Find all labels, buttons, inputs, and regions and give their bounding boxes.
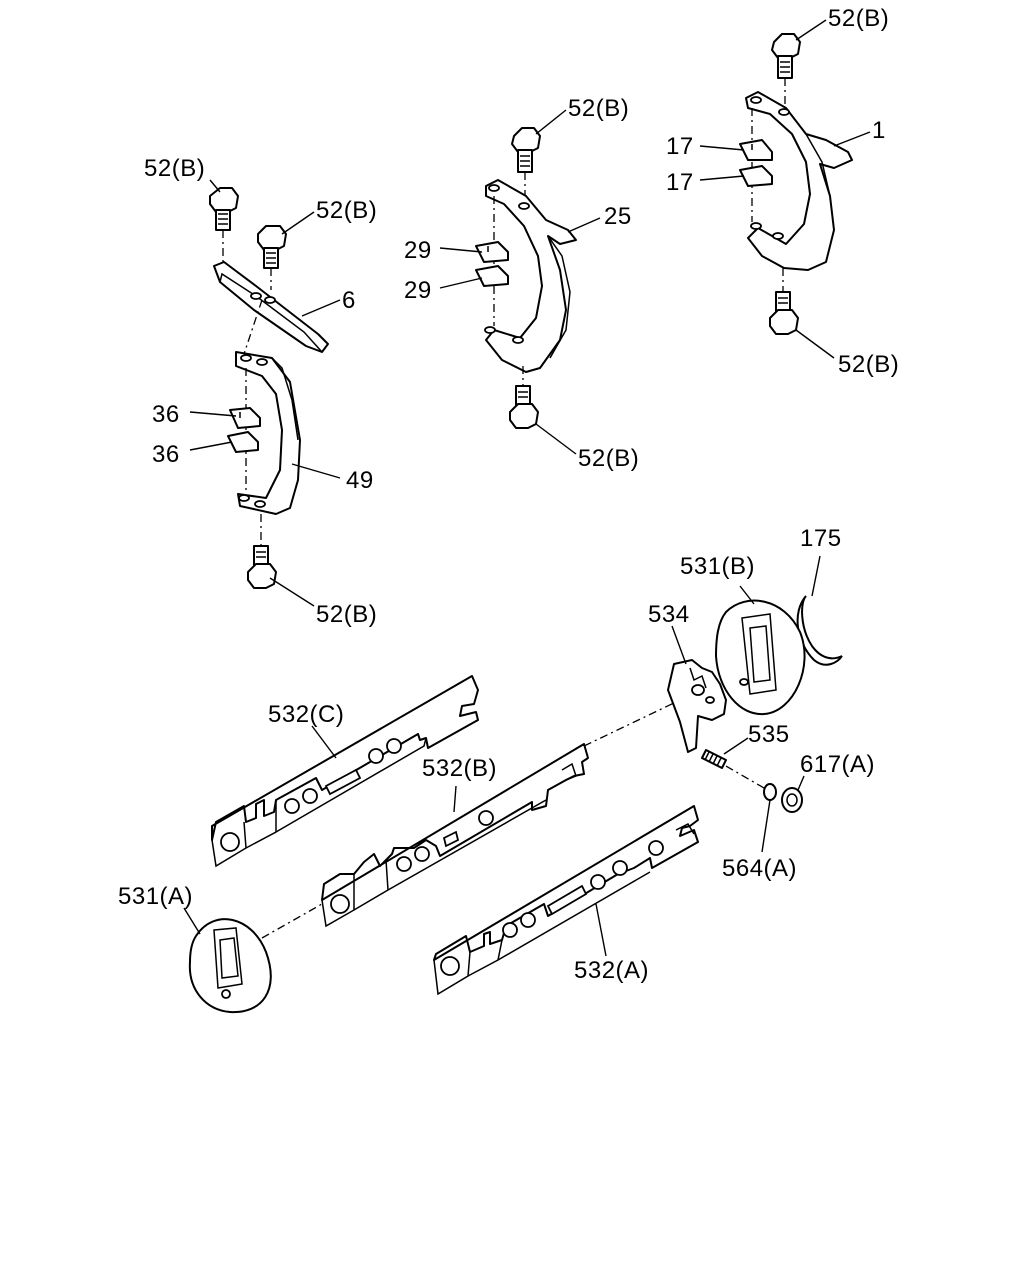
callout-532b: 532(B) <box>422 755 497 782</box>
callout-52b-left-bottom: 52(B) <box>316 601 377 628</box>
plate-17-upper <box>739 139 773 161</box>
callout-17-upper: 17 <box>666 133 694 160</box>
bolt-52b-right-bottom <box>769 291 799 335</box>
callout-6: 6 <box>342 287 356 314</box>
slider-532c <box>211 675 479 868</box>
plate-36-lower <box>227 431 259 453</box>
callout-532a: 532(A) <box>574 957 649 984</box>
bolt-52b-left-second <box>257 225 287 269</box>
assembly-middle <box>475 127 577 429</box>
callout-532c: 532(C) <box>268 701 344 728</box>
bolt-52b-mid-top <box>511 127 541 173</box>
callout-17-lower: 17 <box>666 169 694 196</box>
callout-52b-left-top: 52(B) <box>144 155 205 182</box>
slider-532b <box>321 743 589 928</box>
callout-564a: 564(A) <box>722 855 797 882</box>
callout-29-upper: 29 <box>404 237 432 264</box>
callout-1: 1 <box>872 117 886 144</box>
plate-17-lower <box>739 165 773 187</box>
oring-564a <box>763 783 777 801</box>
callout-534: 534 <box>648 601 690 628</box>
leader-lines <box>183 19 871 957</box>
callout-52b-left-second: 52(B) <box>316 197 377 224</box>
callout-52b-right-top: 52(B) <box>828 5 889 32</box>
cam-531b <box>715 599 806 716</box>
bracket-6 <box>213 261 329 353</box>
plate-36-upper <box>229 407 261 429</box>
callout-25: 25 <box>604 203 632 230</box>
callout-175: 175 <box>800 525 842 552</box>
assembly-left <box>209 187 329 589</box>
spring-535 <box>701 749 727 769</box>
plate-29-lower <box>475 265 509 287</box>
callouts: 52(B) 52(B) 6 36 36 49 52(B) 52(B) 25 29… <box>118 5 899 984</box>
snap-ring-175 <box>796 595 843 666</box>
callout-52b-right-bottom: 52(B) <box>838 351 899 378</box>
bolt-52b-right-top <box>771 33 801 79</box>
callout-49: 49 <box>346 467 374 494</box>
clamp-49 <box>235 351 301 515</box>
bolt-52b-left-bottom <box>247 545 277 589</box>
clamp-1 <box>745 91 853 271</box>
callout-617a: 617(A) <box>800 751 875 778</box>
callout-531a: 531(A) <box>118 883 193 910</box>
callout-52b-mid-bottom: 52(B) <box>578 445 639 472</box>
nut-617a <box>781 787 803 813</box>
callout-36-lower: 36 <box>152 441 180 468</box>
callout-29-lower: 29 <box>404 277 432 304</box>
cam-531a <box>188 918 272 1014</box>
callout-535: 535 <box>748 721 790 748</box>
bolt-52b-mid-bottom <box>509 385 539 429</box>
slider-532a <box>433 805 699 996</box>
assembly-right <box>739 33 853 335</box>
bolt-52b-left-top <box>209 187 239 231</box>
callout-52b-mid-top: 52(B) <box>568 95 629 122</box>
callout-36-upper: 36 <box>152 401 180 428</box>
clamp-25 <box>484 179 577 373</box>
plate-29-upper <box>475 241 509 263</box>
lever-534 <box>667 659 727 753</box>
callout-531b: 531(B) <box>680 553 755 580</box>
